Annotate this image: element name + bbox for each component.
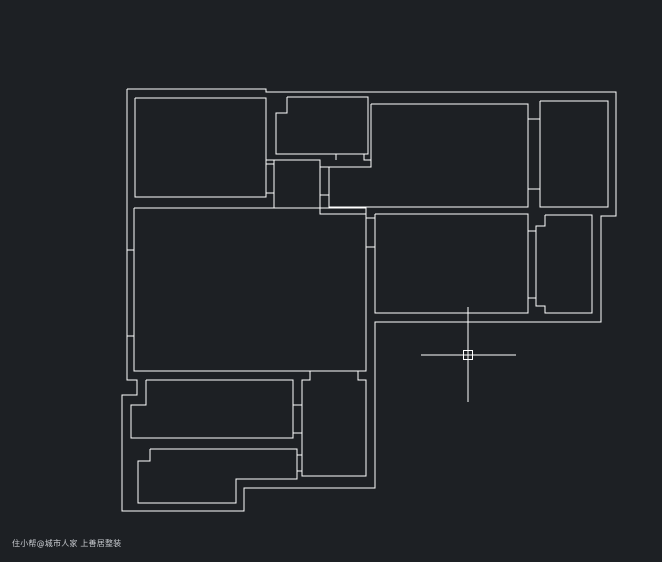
cad-crosshair-cursor-icon[interactable] [421, 307, 516, 402]
room-lower-left [130, 379, 294, 439]
room-top-left [134, 97, 267, 198]
room-right-narrow [535, 214, 593, 314]
room-top-right [539, 100, 609, 208]
room-bottom-left [137, 448, 298, 504]
room-middle-right [374, 213, 529, 314]
outer-wall-boundary [121, 88, 617, 512]
room-main-living [133, 207, 367, 372]
interior-walls [127, 118, 540, 477]
room-top-small [275, 96, 369, 155]
watermark-text: 住小帮@城市人家 上善居整装 [12, 539, 122, 548]
room-top-large [328, 103, 529, 208]
